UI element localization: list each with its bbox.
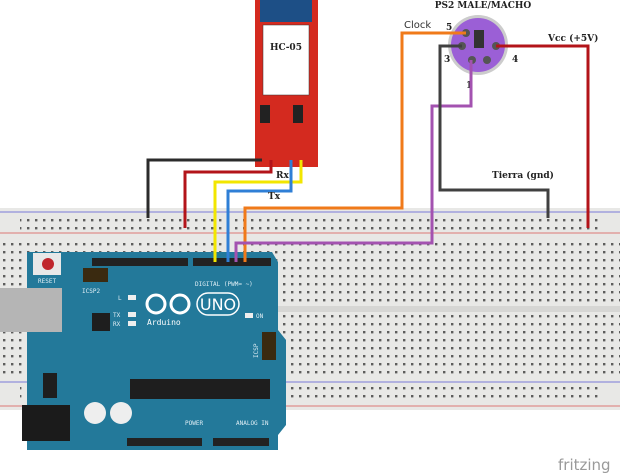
analog-header [213,438,269,446]
wire-orange-clock [243,31,466,262]
reset-label: RESET [38,278,56,285]
brand-label: Arduino [147,318,181,327]
model-label: UNO [200,295,236,314]
wire-blue [226,160,293,262]
wire-gray-gnd [438,44,550,218]
led-rx-label: RX [113,321,121,328]
power-label: POWER [185,420,203,427]
vcc-label: Vcc (+5V) [547,33,598,44]
wire-yellow [213,160,303,262]
led-l-label: L [118,295,122,302]
rx-label: Rx [276,171,289,181]
wire-black-gnd [146,158,262,218]
digital-header-1 [92,258,188,266]
chip [92,313,110,331]
wire-red-vcc-hc05 [183,160,273,228]
power-header [127,438,202,446]
capacitor-2 [110,402,132,424]
wire-red-vcc-ps2 [496,44,590,228]
wire-purple-data [234,60,473,262]
tx-label: Tx [268,192,281,202]
led-tx-label: TX [113,312,121,319]
analog-label: ANALOG IN [236,420,269,427]
on-label: ON [256,313,264,320]
power-jack [22,405,70,441]
gnd-label: Tierra (gnd) [492,170,554,181]
arduino-uno-board: RESET ICSP2 DIGITAL (PWM= ~) L TX RX UNO… [0,252,286,450]
pin-4-label: 4 [512,55,518,65]
hc05-module: HC-05 [255,0,318,167]
icsp-header [262,332,276,360]
ps2-title: PS2 MALE/MACHO [435,1,532,11]
clock-label: Clock [404,20,431,31]
digital-header-2 [193,258,271,266]
pin-3-label: 3 [444,55,450,65]
regulator [43,373,57,398]
pin-5-label: 5 [446,23,452,33]
arduino-logo: UNO Arduino [145,292,240,327]
microcontroller [130,379,270,399]
pin-1-label: 1 [466,81,472,91]
fritzing-watermark: fritzing [558,456,611,474]
icsp2-header [83,268,108,282]
capacitor-1 [84,402,106,424]
usb-port [0,288,62,332]
digital-label: DIGITAL (PWM= ~) [195,281,253,288]
icsp2-label: ICSP2 [82,288,100,295]
wires [146,31,590,262]
icsp-label: ICSP [253,343,260,358]
hc05-label: HC-05 [270,43,302,53]
